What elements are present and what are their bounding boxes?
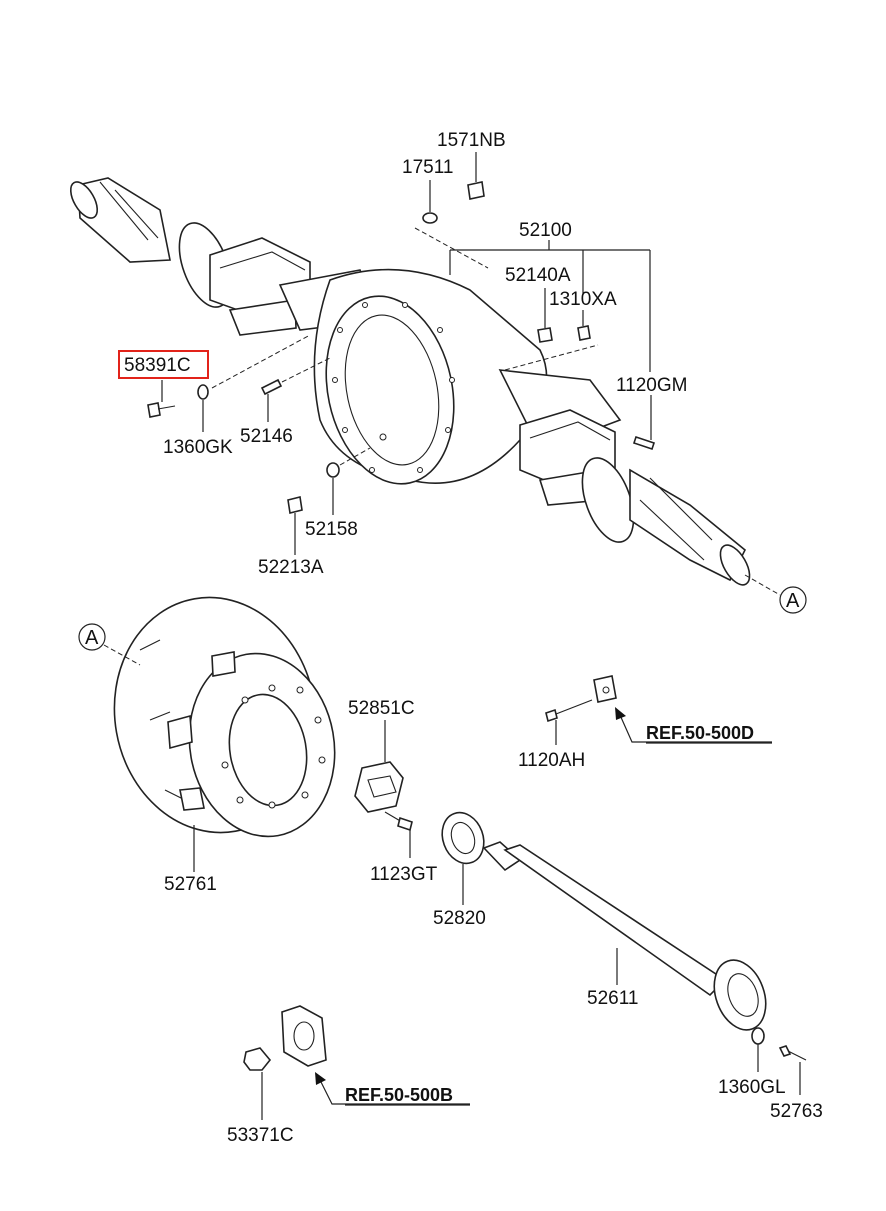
ref-500d-arrow [619, 714, 772, 743]
label-1571NB[interactable]: 1571NB [437, 130, 506, 151]
connector-a-left-circle [78, 623, 106, 651]
highlight-box-58391C [118, 350, 209, 379]
part-53371C-nut[interactable] [243, 1047, 272, 1120]
label-53371C[interactable]: 53371C [227, 1125, 294, 1146]
leader-52100 [449, 240, 651, 372]
connector-a-top-leader [744, 574, 781, 596]
label-52100[interactable]: 52100 [519, 220, 572, 241]
label-1360GK[interactable]: 1360GK [163, 437, 233, 458]
label-1360GL[interactable]: 1360GL [718, 1077, 786, 1098]
part-52763-bolt[interactable] [778, 1045, 807, 1095]
axle-housing [69, 177, 751, 586]
ref-500b-arrowhead [315, 1072, 326, 1085]
label-52213A[interactable]: 52213A [258, 557, 324, 578]
label-17511[interactable]: 17511 [402, 157, 453, 178]
connector-a-left-leader [103, 644, 141, 666]
part-1310XA-nut[interactable] [577, 310, 591, 341]
connector-a-top-label: A [786, 590, 800, 612]
part-1360GK-washer[interactable] [197, 384, 209, 432]
label-58391C[interactable]: 58391C [124, 355, 191, 376]
label-1123GT[interactable]: 1123GT [370, 864, 438, 885]
part-52820-oil-seal[interactable] [435, 807, 490, 905]
part-52611-axle-shaft[interactable] [482, 841, 775, 1037]
part-1120AH-bolt[interactable] [545, 675, 617, 745]
label-1310XA[interactable]: 1310XA [549, 289, 617, 310]
part-52213A-plug[interactable] [287, 496, 303, 555]
part-58391C-bolt[interactable] [147, 380, 176, 418]
part-52146-pin[interactable] [260, 378, 283, 422]
label-52820[interactable]: 52820 [433, 908, 486, 929]
part-1360GL-washer[interactable] [751, 1027, 765, 1072]
ref-50-500b-link[interactable]: REF.50-500B [345, 1085, 453, 1105]
part-52158-gasket[interactable] [326, 462, 340, 515]
part-52851C-nut[interactable] [354, 720, 404, 813]
connector-a-top-circle [779, 586, 807, 614]
label-52146[interactable]: 52146 [240, 426, 293, 447]
part-1120GM-bolt[interactable] [632, 395, 656, 451]
part-52140A-breather[interactable] [537, 288, 553, 343]
part-52761-brake-drum[interactable] [96, 581, 349, 872]
label-52761[interactable]: 52761 [164, 874, 217, 895]
label-52158[interactable]: 52158 [305, 519, 358, 540]
label-52851C[interactable]: 52851C [348, 698, 415, 719]
label-52763[interactable]: 52763 [770, 1101, 823, 1122]
part-1571NB-plug[interactable] [467, 152, 485, 200]
companion-flange [281, 1005, 327, 1067]
label-52140A[interactable]: 52140A [505, 265, 571, 286]
connector-a-left-label: A [85, 627, 99, 649]
ref-50-500d-link[interactable]: REF.50-500D [646, 723, 754, 743]
label-52611[interactable]: 52611 [587, 988, 638, 1009]
label-1120AH[interactable]: 1120AH [518, 750, 585, 771]
label-1120GM[interactable]: 1120GM [616, 375, 687, 396]
part-1123GT-bolt[interactable] [384, 811, 413, 858]
ref-500b-arrow [319, 1079, 470, 1105]
ref-500d-arrowhead [615, 707, 626, 720]
part-17511-washer[interactable] [422, 180, 438, 224]
